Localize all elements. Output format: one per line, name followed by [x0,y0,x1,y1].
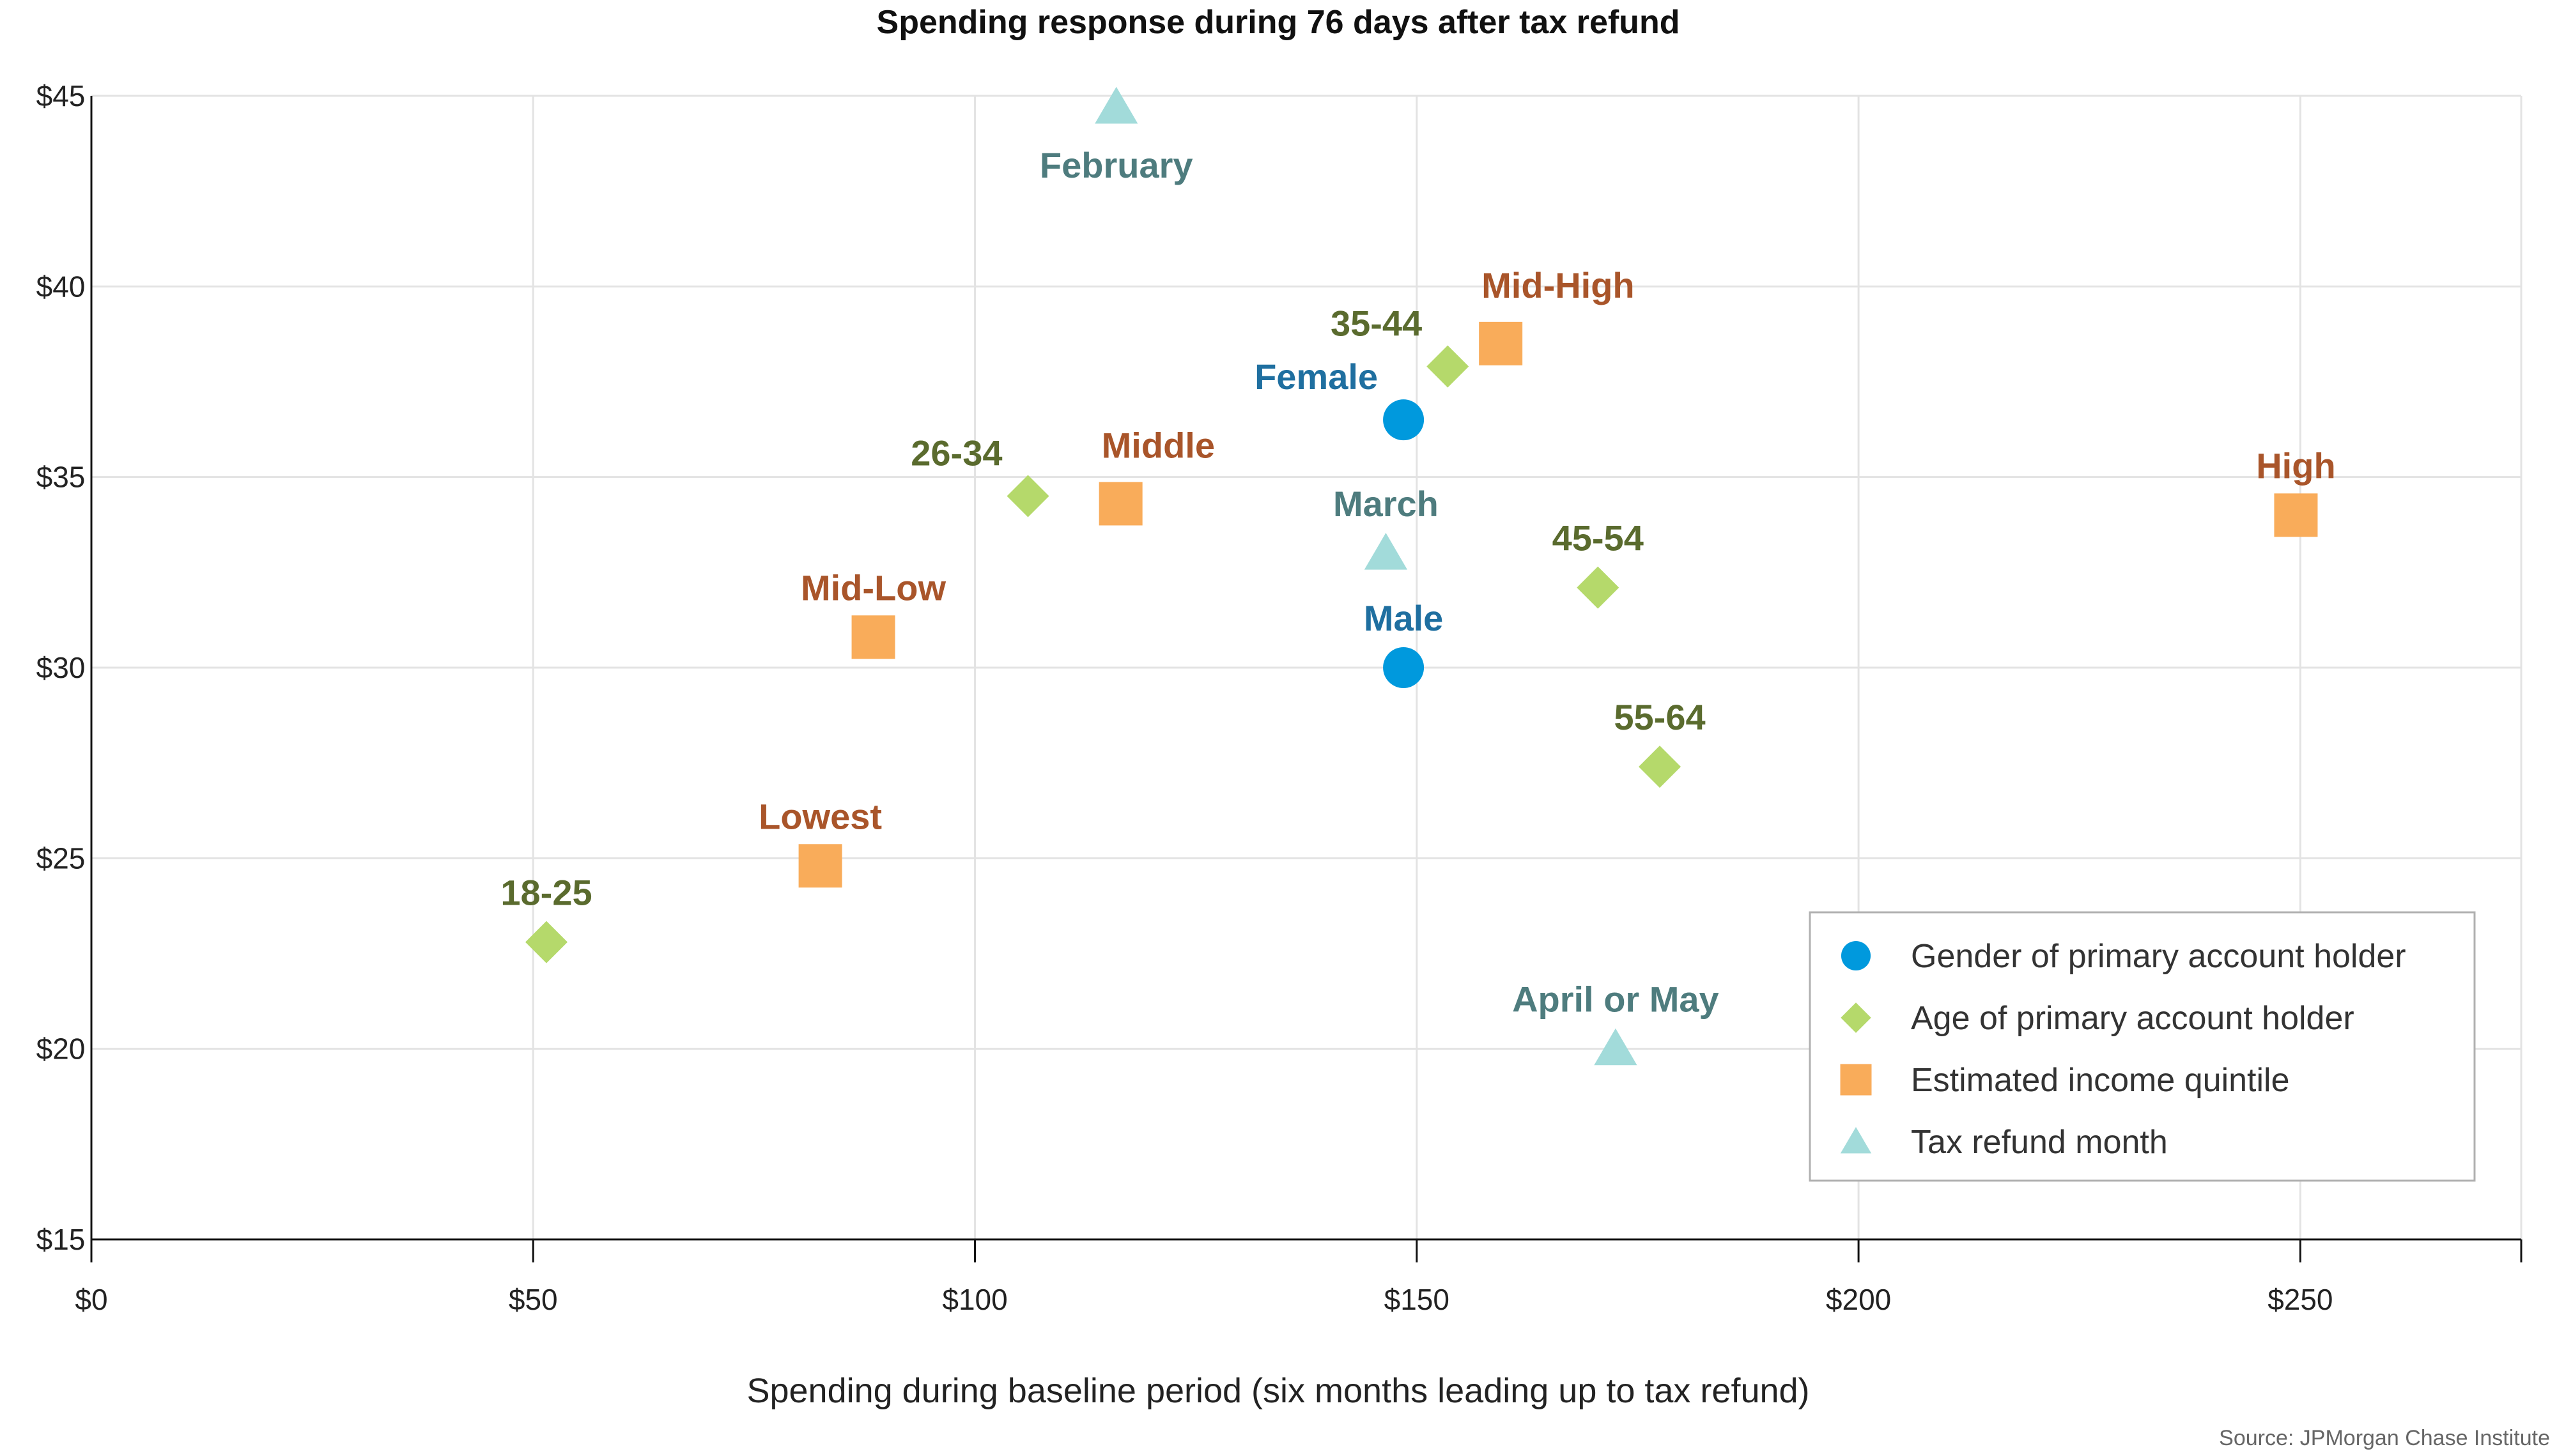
legend-entry-label: Estimated income quintile [1911,1062,2290,1099]
x-tick-label: $150 [1384,1283,1449,1316]
data-points [525,86,2318,1066]
point-label: Lowest [759,796,882,836]
data-point-circle [1383,399,1425,441]
point-label: 18-25 [500,873,592,913]
axes [90,96,2522,1262]
point-label: 26-34 [911,433,1002,473]
y-tick-label: $15 [36,1223,86,1256]
point-label: March [1333,484,1439,524]
point-label: Male [1364,598,1444,638]
data-point-diamond [525,921,568,963]
data-point-square [798,844,842,888]
x-axis-label: Spending during baseline period (six mon… [746,1372,1809,1410]
data-point-square [1099,482,1143,526]
legend-marker-circle [1841,940,1871,971]
y-tick-label: $20 [36,1032,86,1066]
x-tick-label: $0 [75,1283,107,1316]
legend-entry-label: Tax refund month [1911,1124,2168,1161]
data-point-circle [1383,647,1425,688]
legend-box [1809,911,2476,1182]
y-tick-label: $30 [36,651,86,684]
x-tick-label: $50 [509,1283,558,1316]
data-point-square [2274,493,2318,537]
y-tick-label: $35 [36,461,86,494]
point-label: Mid-High [1481,265,1634,305]
x-tick-label: $250 [2267,1283,2333,1316]
data-point-triangle [1364,533,1408,570]
source-note: Source: JPMorgan Chase Institute [2219,1426,2550,1450]
point-label: April or May [1512,979,1719,1020]
y-tick-label: $45 [36,79,86,112]
data-point-diamond [1639,746,1681,788]
chart-title: Spending response during 76 days after t… [877,4,1680,41]
x-tick-label: $100 [942,1283,1007,1316]
tick-labels: $45 $40 $35 $30 $25 $20 $15 $0 $50 $100 $150 $200 $2… [36,79,2333,1316]
legend-marker-square [1840,1064,1872,1096]
point-label: 55-64 [1614,697,1705,737]
data-point-triangle [1594,1028,1637,1066]
point-label: Middle [1102,425,1215,465]
point-label: Mid-Low [801,567,946,608]
data-point-diamond [1426,345,1469,388]
grid [91,95,2522,1239]
legend-marker-triangle [1840,1126,1872,1154]
legend-entry-label: Gender of primary account holder [1911,938,2406,975]
legend-entry-label: Age of primary account holder [1911,1000,2354,1037]
y-tick-label: $40 [36,270,86,303]
data-point-square [1479,321,1523,365]
data-point-diamond [1577,566,1619,609]
point-label: February [1040,145,1193,185]
data-point-diamond [1007,475,1049,517]
point-label: 45-54 [1552,518,1644,558]
data-point-square [851,615,895,659]
point-label: High [2256,445,2335,486]
point-label: 35-44 [1331,303,1422,344]
point-label: Female [1255,356,1378,397]
legend-marker-diamond [1841,1002,1871,1033]
y-tick-label: $25 [36,841,86,875]
x-tick-label: $200 [1826,1283,1891,1316]
data-point-triangle [1095,86,1138,124]
